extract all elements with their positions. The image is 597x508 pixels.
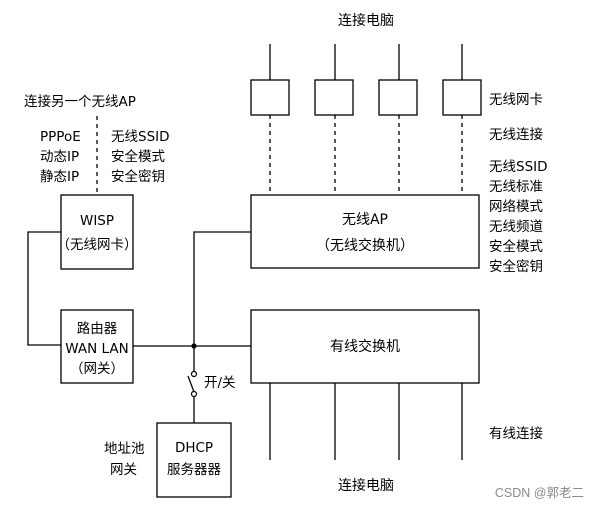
wired-connect-label: 有线连接 [489, 425, 543, 442]
middle-config-2: 安全模式 [111, 148, 165, 165]
another-ap-label: 连接另一个无线AP [24, 93, 136, 110]
ap-config-5: 安全模式 [489, 238, 543, 255]
wireless-card-box-3 [378, 79, 418, 116]
ap-config-4: 无线频道 [489, 219, 543, 235]
switch-blade [187, 375, 195, 393]
wisp-subtitle: （无线网卡） [57, 237, 138, 253]
wisp-router-cable [27, 231, 61, 346]
ap-uplink-cable [193, 231, 251, 346]
dhcp-box [156, 422, 232, 498]
ap-config-2: 无线标准 [489, 179, 543, 195]
dhcp-title: DHCP [175, 440, 213, 456]
wired-switch-title: 有线交换机 [330, 338, 400, 355]
wireless-ap-subtitle: （无线交换机） [316, 237, 414, 254]
router-gateway: （网关） [70, 361, 124, 377]
wired-switch-box [250, 309, 480, 384]
dhcp-subtitle: 服务器器 [167, 462, 221, 478]
wisp-box [60, 194, 134, 270]
watermark: CSDN @郭老二 [495, 485, 584, 500]
switch-label: 开/关 [204, 375, 236, 391]
wireless-connect-label: 无线连接 [489, 126, 543, 143]
dhcp-side-1: 地址池 [104, 441, 145, 457]
wireless-card-box-1 [250, 79, 290, 116]
ap-config-6: 安全密钥 [489, 258, 543, 275]
router-title: 路由器 [77, 321, 118, 337]
router-box [60, 309, 134, 384]
wireless-card-box-4 [442, 79, 482, 116]
bottom-computers-label: 连接电脑 [338, 477, 394, 494]
ap-config-1: 无线SSID [489, 159, 548, 175]
wisp-title: WISP [80, 213, 114, 229]
router-ports: WAN LAN [65, 341, 128, 357]
left-config-1: PPPoE [40, 129, 81, 145]
wireless-card-label: 无线网卡 [489, 92, 543, 108]
switch-contact-top [190, 370, 198, 378]
wireless-ap-title: 无线AP [342, 212, 388, 228]
wireless-card-box-2 [314, 79, 354, 116]
ap-config-3: 网络模式 [489, 199, 543, 215]
left-config-2: 动态IP [40, 149, 79, 165]
top-computers-label: 连接电脑 [338, 12, 394, 29]
left-config-3: 静态IP [40, 169, 79, 185]
middle-config-3: 安全密钥 [111, 168, 165, 185]
switch-contact-bottom [190, 390, 198, 398]
dhcp-side-2: 网关 [110, 462, 137, 478]
wireless-ap-box [250, 194, 480, 269]
middle-config-1: 无线SSID [111, 129, 170, 145]
